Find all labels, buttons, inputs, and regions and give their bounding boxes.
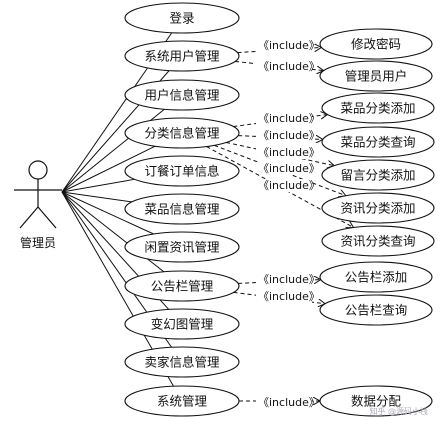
included-use-case-s2[interactable]: 管理员用户 <box>319 60 433 92</box>
use-case-label: 公告栏查询 <box>345 303 408 318</box>
include-label-bg <box>256 179 312 192</box>
actor-admin: 管理员 <box>14 160 62 250</box>
include-label: 《include》 <box>258 396 320 409</box>
use-cases: 登录系统用户管理用户信息管理分类信息管理订餐订单信息菜品信息管理闲置资讯管理公告… <box>124 2 240 417</box>
use-case-label: 用户信息管理 <box>144 88 220 103</box>
include-label-bg <box>256 162 312 175</box>
actor-name: 管理员 <box>20 235 56 250</box>
included-use-case-s8[interactable]: 公告栏添加 <box>319 261 433 293</box>
use-case-uc3[interactable]: 用户信息管理 <box>124 79 240 111</box>
use-case-ellipse <box>124 231 240 263</box>
use-case-label: 变幻图管理 <box>151 317 214 332</box>
use-case-ellipse <box>124 2 240 34</box>
included-use-case-s10[interactable]: 数据分配 <box>319 385 433 417</box>
use-case-ellipse <box>319 385 433 417</box>
included-use-case-s7[interactable]: 资讯分类查询 <box>321 225 435 257</box>
use-case-ellipse <box>319 60 433 92</box>
include-label: 《include》 <box>258 162 320 175</box>
included-use-case-s3[interactable]: 菜品分类添加 <box>321 92 435 124</box>
use-case-label: 资讯分类添加 <box>340 201 415 216</box>
use-case-ellipse <box>124 117 240 149</box>
actor-leg-right <box>37 206 57 229</box>
included-use-cases: 修改密码管理员用户菜品分类添加菜品分类查询留言分类添加资讯分类添加资讯分类查询公… <box>319 28 435 417</box>
use-case-label: 菜品分类查询 <box>340 135 415 150</box>
association-uc5 <box>61 178 135 193</box>
use-case-uc4[interactable]: 分类信息管理 <box>124 117 240 149</box>
include-label-bg <box>256 39 312 52</box>
use-case-label: 卖家信息管理 <box>144 355 220 370</box>
use-case-uc7[interactable]: 闲置资讯管理 <box>124 231 240 263</box>
use-case-uc10[interactable]: 卖家信息管理 <box>124 346 240 378</box>
include-label: 《include》 <box>258 60 320 73</box>
use-case-ellipse <box>321 225 435 257</box>
use-case-label: 系统管理 <box>157 394 208 409</box>
use-case-ellipse <box>124 270 240 302</box>
include-label-bg <box>256 290 312 303</box>
use-case-ellipse <box>319 261 433 293</box>
use-case-label: 管理员用户 <box>345 69 408 84</box>
association-uc7 <box>61 191 154 235</box>
use-case-ellipse <box>124 193 240 225</box>
include-label-bg <box>256 129 312 142</box>
use-case-label: 分类信息管理 <box>144 126 220 141</box>
include-label: 《include》 <box>258 179 320 192</box>
include-label-bg <box>256 112 312 125</box>
include-label: 《include》 <box>258 112 320 125</box>
include-label: 《include》 <box>258 273 320 286</box>
include-lines: 《include》《include》《include》《include》《inc… <box>206 39 354 409</box>
include-label-bg <box>256 146 312 159</box>
actor-head <box>28 160 48 180</box>
use-case-ellipse <box>124 385 240 417</box>
use-case-ellipse <box>319 28 433 60</box>
include-label: 《include》 <box>258 146 320 159</box>
included-use-case-s9[interactable]: 公告栏查询 <box>319 294 433 326</box>
use-case-label: 系统用户管理 <box>144 49 220 64</box>
use-case-ellipse <box>321 192 435 224</box>
included-use-case-s6[interactable]: 资讯分类添加 <box>321 192 435 224</box>
include-label: 《include》 <box>258 129 320 142</box>
use-case-label: 数据分配 <box>351 394 402 409</box>
use-case-uc1[interactable]: 登录 <box>124 2 240 34</box>
use-case-uc2[interactable]: 系统用户管理 <box>124 40 240 72</box>
included-use-case-s1[interactable]: 修改密码 <box>319 28 433 60</box>
use-case-label: 菜品分类添加 <box>340 101 415 116</box>
use-case-ellipse <box>124 79 240 111</box>
use-case-ellipse <box>321 92 435 124</box>
use-case-uc9[interactable]: 变幻图管理 <box>124 308 240 340</box>
include-label: 《include》 <box>258 290 320 303</box>
watermark: 知乎 @源码小栈 <box>369 406 428 416</box>
use-case-uc6[interactable]: 菜品信息管理 <box>124 193 240 225</box>
include-arrow-s9 <box>233 291 326 303</box>
association-uc4 <box>61 145 156 193</box>
use-case-label: 留言分类添加 <box>340 168 415 183</box>
use-case-label: 订餐订单信息 <box>144 164 219 179</box>
include-label-bg <box>256 60 312 73</box>
included-use-case-s5[interactable]: 留言分类添加 <box>321 159 435 191</box>
use-case-uc8[interactable]: 公告栏管理 <box>124 270 240 302</box>
use-case-ellipse <box>124 346 240 378</box>
actor-leg-left <box>19 206 39 229</box>
use-case-label: 资讯分类查询 <box>340 234 415 249</box>
use-case-uc5[interactable]: 订餐订单信息 <box>124 155 240 187</box>
include-label: 《include》 <box>258 39 320 52</box>
use-case-ellipse <box>124 40 240 72</box>
include-label-bg <box>256 273 312 286</box>
use-case-ellipse <box>321 159 435 191</box>
use-case-uc11[interactable]: 系统管理 <box>124 385 240 417</box>
use-case-ellipse <box>124 308 240 340</box>
use-case-label: 登录 <box>169 11 194 26</box>
use-case-ellipse <box>319 294 433 326</box>
use-case-label: 公告栏管理 <box>151 279 214 294</box>
use-case-label: 闲置资讯管理 <box>144 240 220 255</box>
include-label-bg <box>256 396 312 409</box>
use-case-label: 公告栏添加 <box>345 270 408 285</box>
association-uc6 <box>61 191 132 203</box>
use-case-label: 菜品信息管理 <box>144 202 220 217</box>
use-case-ellipse <box>321 126 435 158</box>
use-case-ellipse <box>124 155 240 187</box>
included-use-case-s4[interactable]: 菜品分类查询 <box>321 126 435 158</box>
include-arrow-s5 <box>226 141 334 165</box>
use-case-label: 修改密码 <box>351 37 401 52</box>
